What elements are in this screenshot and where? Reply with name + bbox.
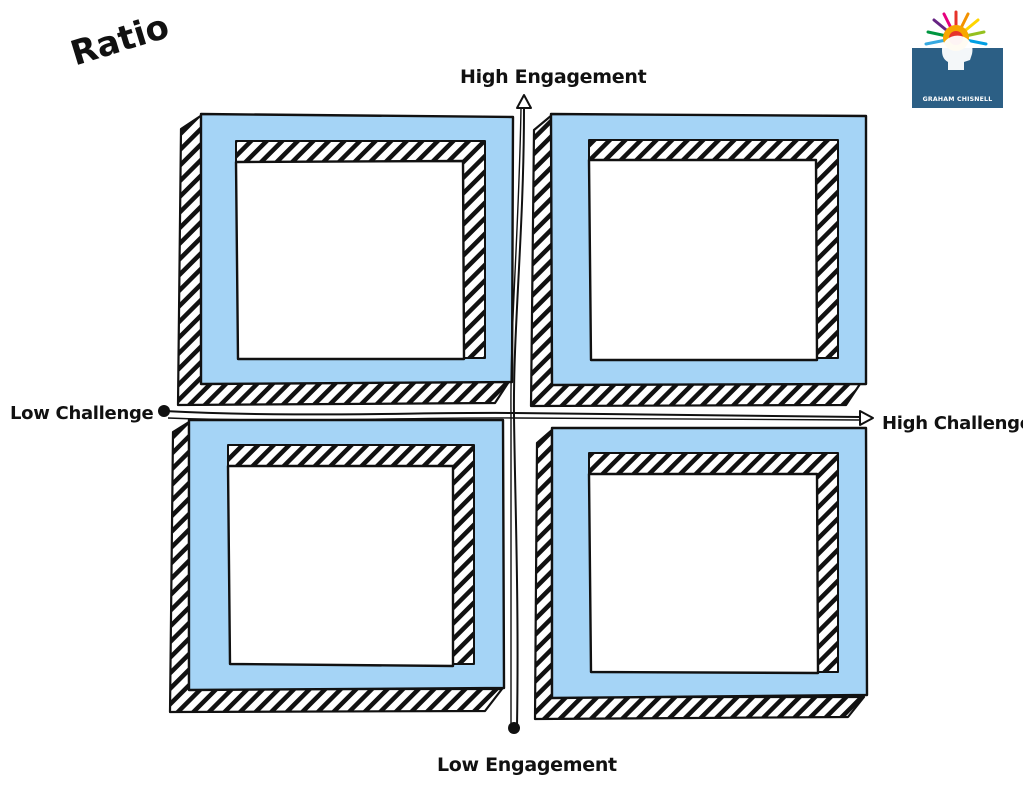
axis-start-dot bbox=[508, 722, 520, 734]
axis-arrow-right bbox=[859, 410, 874, 426]
logo-text: GRAHAM CHISNELL bbox=[922, 96, 993, 103]
head-icon bbox=[924, 10, 988, 70]
vertical-axis bbox=[508, 94, 532, 734]
axis-arrow-up bbox=[516, 94, 532, 109]
horizontal-axis bbox=[158, 405, 874, 426]
quadrant-top-left bbox=[176, 112, 515, 407]
axis-label-right: High Challenge bbox=[882, 413, 1023, 434]
axis-label-top: High Engagement bbox=[460, 66, 647, 88]
axis-label-left: Low Challenge bbox=[10, 403, 154, 424]
axis-start-dot bbox=[158, 405, 170, 417]
brand-logo: GRAHAM CHISNELL bbox=[912, 8, 1003, 108]
quadrant-bottom-left bbox=[168, 418, 506, 714]
quadrant-bottom-right bbox=[533, 426, 869, 721]
axis-label-bottom: Low Engagement bbox=[437, 754, 617, 776]
quadrant-top-right bbox=[529, 112, 868, 408]
